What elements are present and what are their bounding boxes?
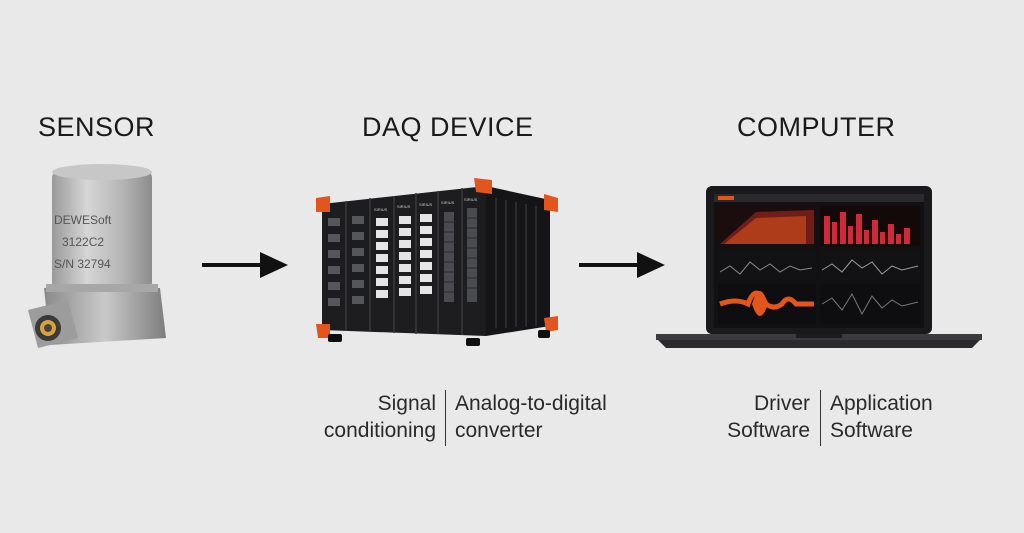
computer-title: COMPUTER — [737, 112, 896, 142]
caption-divider — [820, 390, 821, 446]
laptop-image — [656, 186, 982, 348]
caption-line: Application — [830, 392, 933, 415]
signal-conditioning-caption: Signal conditioning — [324, 390, 436, 444]
daq-device-title: DAQ DEVICE — [362, 112, 534, 142]
sensor-title: SENSOR — [38, 112, 156, 142]
sensor-model-text: 3122C2 — [62, 235, 104, 249]
sensor-image: DEWESoft 3122C2 S/N 32794 — [28, 164, 166, 348]
caption-line: converter — [455, 419, 543, 442]
adc-caption: Analog-to-digital converter — [455, 390, 607, 444]
daq-module-label: SIRIUS — [464, 197, 478, 202]
driver-software-caption: Driver Software — [727, 390, 810, 444]
daq-module-label: SIRIUS — [397, 204, 411, 209]
caption-line: Software — [830, 419, 913, 442]
caption-line: conditioning — [323, 419, 436, 442]
sensor-serial-text: S/N 32794 — [54, 257, 111, 271]
daq-module-label: SIRIUS — [441, 200, 455, 205]
caption-line: Signal — [377, 392, 436, 415]
daq-device-image: SIRIUS SIRIUS SIRIUS SIRIUS SIRIUS — [316, 178, 558, 346]
sensor-brand-text: DEWESoft — [54, 213, 112, 227]
arrow-right-icon — [579, 252, 665, 278]
caption-line: Software — [727, 419, 810, 442]
arrow-right-icon — [202, 252, 288, 278]
daq-module-label: SIRIUS — [419, 202, 433, 207]
caption-line: Analog-to-digital — [455, 392, 607, 415]
caption-divider — [445, 390, 446, 446]
caption-line: Driver — [754, 392, 810, 415]
daq-module-label: SIRIUS — [374, 207, 388, 212]
application-software-caption: Application Software — [830, 390, 933, 444]
